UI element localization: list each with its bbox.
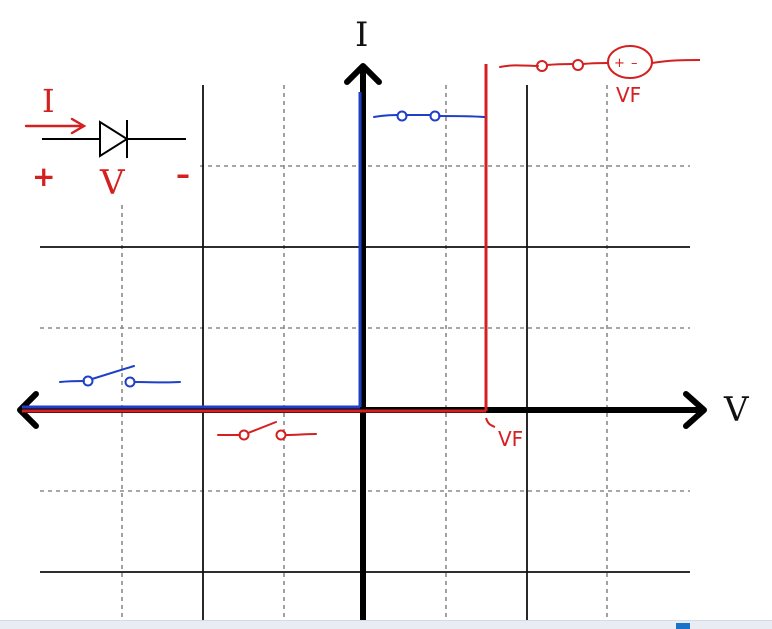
taskbar-app-icon[interactable] — [676, 623, 690, 629]
diode-voltage-label: V — [99, 163, 126, 203]
x-axis-label: V — [723, 390, 750, 430]
switch-open-icon — [59, 365, 181, 388]
diode-triangle — [99, 120, 129, 158]
y-axis-arrow-up — [344, 63, 382, 85]
switch-closed-icon — [499, 59, 609, 72]
diode-current-label: I — [42, 82, 55, 120]
x-axis-arrow-right — [683, 391, 707, 429]
diode-icon — [42, 120, 186, 158]
diode-minus-label: – — [176, 158, 190, 191]
source-plus-label: + — [614, 56, 625, 71]
minor-grid — [40, 85, 690, 620]
switch-closed-icon — [373, 110, 485, 122]
blue-curve — [22, 92, 362, 409]
y-axis-label: I — [355, 15, 368, 55]
vf-top-label: VF — [616, 83, 641, 107]
diode-plus-label: + — [32, 160, 55, 193]
vf-axis-tick — [485, 417, 496, 428]
voltage-source-icon: + – — [607, 45, 701, 79]
x-axis-arrow-left — [17, 391, 39, 429]
vf-axis-label: VF — [498, 427, 523, 451]
switch-open-icon — [217, 421, 317, 441]
source-minus-label: – — [631, 56, 638, 71]
red-curve — [22, 64, 488, 413]
taskbar — [0, 620, 772, 629]
current-arrow-icon — [24, 117, 87, 135]
